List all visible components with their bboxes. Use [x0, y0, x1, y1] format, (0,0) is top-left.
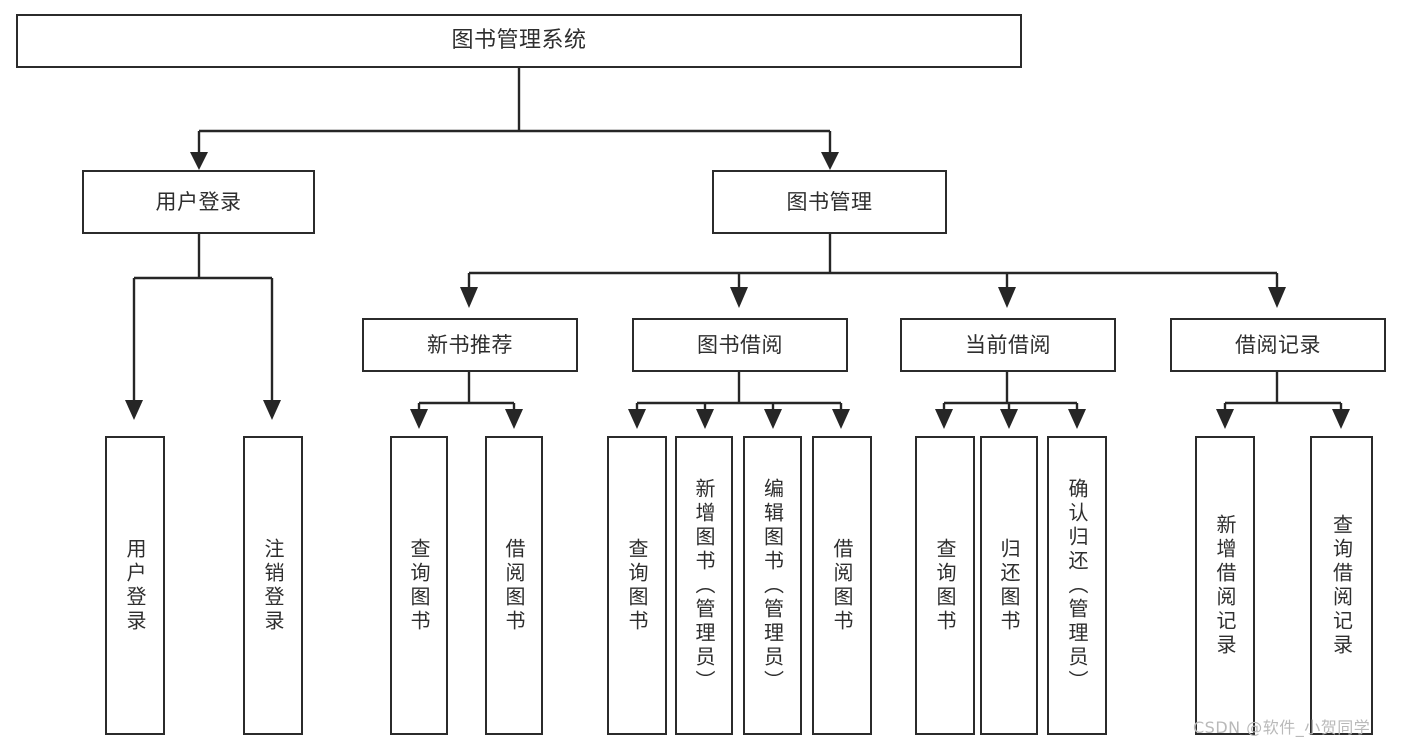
node-leaf-edit-book[interactable]: 编辑图书（管理员）: [743, 436, 802, 735]
node-leaf-query-book-3-label: 查询图书: [933, 537, 957, 634]
arrow-to-leaf-borrow-book-1: [505, 409, 523, 429]
arrow-to-book-manage: [821, 152, 839, 170]
node-root-label: 图书管理系统: [451, 28, 587, 54]
node-leaf-borrow-book-1-label: 借阅图书: [502, 537, 526, 634]
node-borrow-record-label: 借阅记录: [1235, 332, 1321, 357]
node-borrow-record[interactable]: 借阅记录: [1170, 318, 1386, 372]
node-root[interactable]: 图书管理系统: [16, 14, 1022, 68]
arrow-to-new-book-rec: [460, 287, 478, 308]
node-leaf-query-record[interactable]: 查询借阅记录: [1310, 436, 1373, 735]
node-leaf-return-book[interactable]: 归还图书: [980, 436, 1038, 735]
node-leaf-confirm-return[interactable]: 确认归还（管理员）: [1047, 436, 1107, 735]
node-leaf-query-book-1-label: 查询图书: [407, 537, 431, 634]
arrow-to-leaf-add-record: [1216, 409, 1234, 429]
node-leaf-query-book-2-label: 查询图书: [625, 537, 649, 634]
node-book-manage[interactable]: 图书管理: [712, 170, 947, 234]
arrow-to-user-login: [190, 152, 208, 170]
node-leaf-add-book[interactable]: 新增图书（管理员）: [675, 436, 733, 735]
arrow-to-book-borrow: [730, 287, 748, 308]
arrow-to-leaf-borrow-book-2: [832, 409, 850, 429]
arrow-to-leaf-query-book-2: [628, 409, 646, 429]
arrow-to-leaf-query-book-3: [935, 409, 953, 429]
node-leaf-add-record-label: 新增借阅记录: [1213, 513, 1237, 658]
arrow-to-leaf-confirm-return: [1068, 409, 1086, 429]
node-leaf-confirm-return-label: 确认归还（管理员）: [1065, 477, 1089, 694]
arrow-to-leaf-user-login: [125, 400, 143, 420]
node-leaf-user-logout-label: 注销登录: [261, 537, 285, 634]
arrow-to-leaf-edit-book: [764, 409, 782, 429]
node-current-borrow-label: 当前借阅: [965, 332, 1051, 357]
node-leaf-borrow-book-1[interactable]: 借阅图书: [485, 436, 543, 735]
arrow-to-leaf-return-book: [1000, 409, 1018, 429]
node-leaf-borrow-book-2-label: 借阅图书: [830, 537, 854, 634]
node-user-login-label: 用户登录: [155, 189, 242, 214]
arrow-to-leaf-add-book: [696, 409, 714, 429]
node-book-manage-label: 图书管理: [786, 189, 873, 214]
node-leaf-query-book-1[interactable]: 查询图书: [390, 436, 448, 735]
node-user-login[interactable]: 用户登录: [82, 170, 315, 234]
arrow-to-borrow-record: [1268, 287, 1286, 308]
node-leaf-query-book-3[interactable]: 查询图书: [915, 436, 975, 735]
node-leaf-user-login[interactable]: 用户登录: [105, 436, 165, 735]
node-leaf-edit-book-label: 编辑图书（管理员）: [760, 477, 785, 694]
node-leaf-add-book-label: 新增图书（管理员）: [692, 477, 716, 694]
arrow-to-current-borrow: [998, 287, 1016, 308]
arrow-to-leaf-query-record: [1332, 409, 1350, 429]
node-leaf-user-logout[interactable]: 注销登录: [243, 436, 303, 735]
arrow-to-leaf-user-logout: [263, 400, 281, 420]
node-new-book-rec[interactable]: 新书推荐: [362, 318, 578, 372]
node-current-borrow[interactable]: 当前借阅: [900, 318, 1116, 372]
node-new-book-rec-label: 新书推荐: [427, 332, 513, 357]
node-book-borrow-label: 图书借阅: [697, 332, 783, 357]
node-leaf-borrow-book-2[interactable]: 借阅图书: [812, 436, 872, 735]
node-leaf-query-record-label: 查询借阅记录: [1329, 513, 1354, 658]
arrow-to-leaf-query-book-1: [410, 409, 428, 429]
node-leaf-user-login-label: 用户登录: [123, 537, 147, 634]
node-leaf-query-book-2[interactable]: 查询图书: [607, 436, 667, 735]
node-book-borrow[interactable]: 图书借阅: [632, 318, 848, 372]
node-leaf-return-book-label: 归还图书: [997, 537, 1021, 634]
node-leaf-add-record[interactable]: 新增借阅记录: [1195, 436, 1255, 735]
